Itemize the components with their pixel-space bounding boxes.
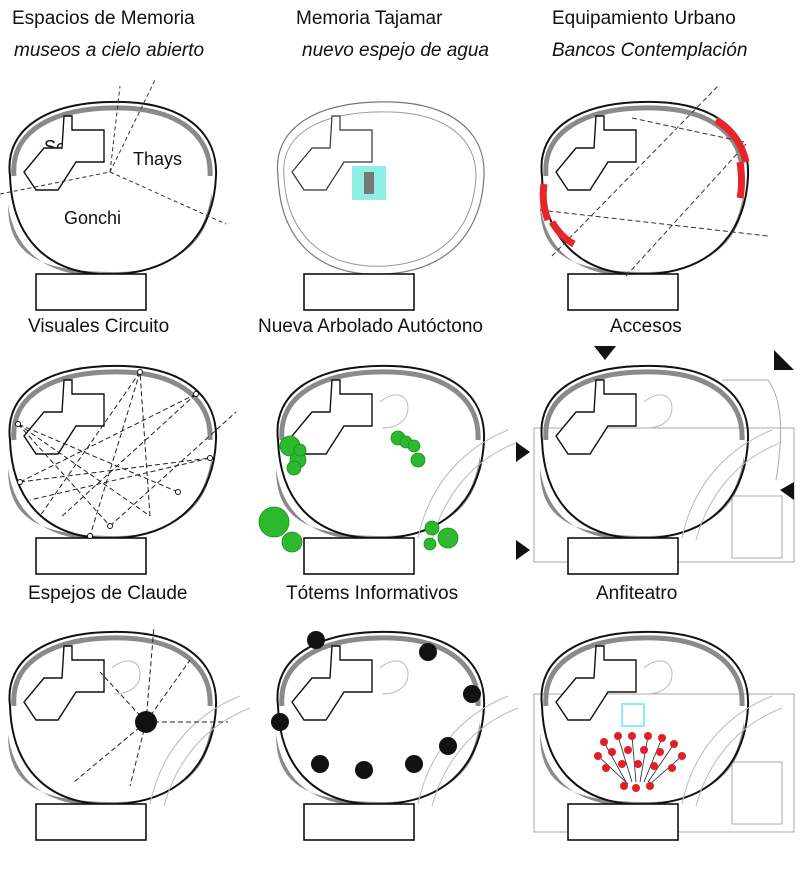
info-totems: [271, 631, 481, 779]
panel-6-title: Accesos: [610, 316, 682, 337]
amphitheatre-seats: [594, 732, 686, 792]
bench-3: [539, 183, 552, 222]
panel-2-title: Memoria Tajamar: [296, 8, 443, 29]
stage-marker: [621, 703, 645, 727]
panel-1-title: Espacios de Memoria: [12, 8, 195, 29]
panel-5-title: Nueva Arbolado Autóctono: [258, 316, 484, 337]
zone-label-gonchi: Gonchi: [64, 208, 122, 228]
panel-4-title: Visuales Circuito: [28, 316, 170, 337]
panel-2-subtitle: nuevo espejo de agua: [302, 40, 489, 61]
panel-3-diagram: [539, 85, 769, 310]
bench-1: [714, 117, 750, 163]
panel-8-diagram: [271, 631, 519, 840]
bench-2: [736, 161, 745, 199]
panel-7-title: Espejos de Claude: [28, 583, 188, 604]
bench-4: [548, 220, 576, 248]
panel-7-diagram: [8, 625, 251, 840]
panel-6-diagram: [516, 346, 795, 574]
panel-4-diagram: [8, 366, 237, 574]
access-arrows: [516, 346, 794, 560]
panel-5-diagram: [258, 366, 519, 574]
panel-9-diagram: [533, 632, 795, 840]
memorial-marker: [364, 172, 374, 194]
panel-3-title: Equipamiento Urbano: [552, 8, 736, 29]
panel-2-diagram: [276, 101, 485, 311]
panel-9-title: Anfiteatro: [596, 583, 678, 604]
panel-1-subtitle: museos a cielo abierto: [14, 40, 205, 61]
zone-label-thays: Thays: [133, 149, 183, 169]
panel-8-title: Tótems Informativos: [286, 583, 459, 604]
claude-mirror: [135, 711, 157, 733]
panel-1-diagram: [0, 77, 227, 310]
panel-3-subtitle: Bancos Contemplación: [552, 40, 748, 61]
native-trees: [258, 430, 459, 553]
